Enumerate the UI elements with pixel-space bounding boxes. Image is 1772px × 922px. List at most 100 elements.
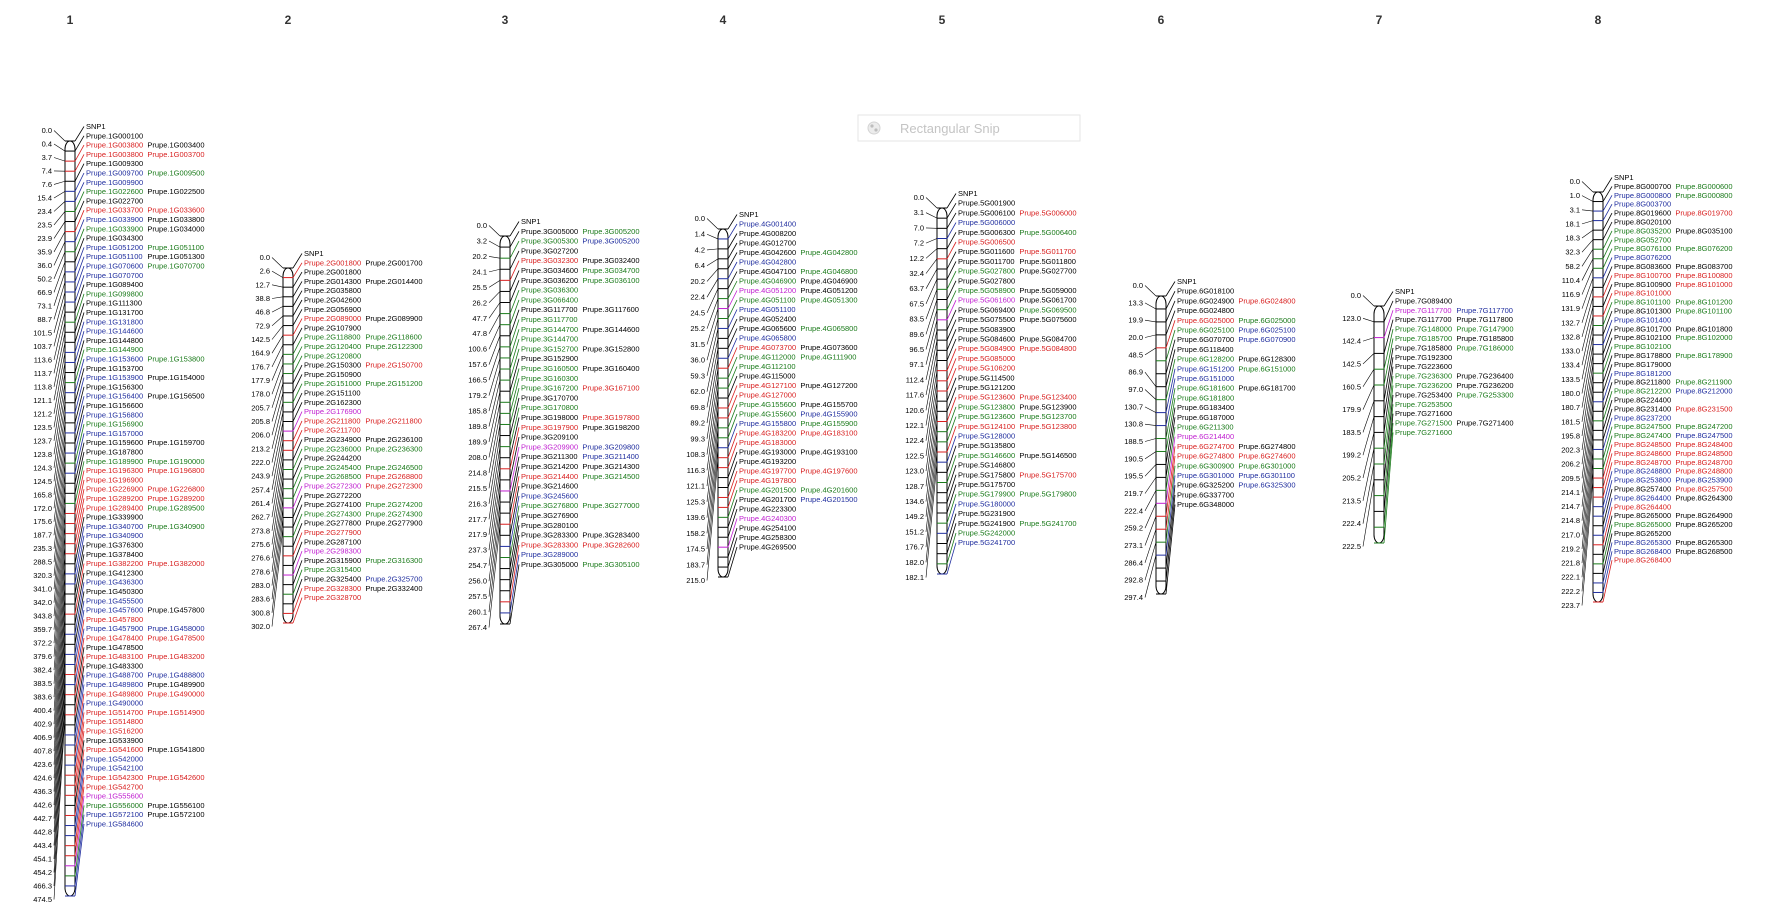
marker-name: Prupe.2G244200 — [304, 454, 361, 463]
marker-position: 219.7 — [1124, 489, 1143, 498]
position-connector — [1581, 258, 1594, 281]
marker-connector — [946, 319, 957, 341]
marker-name: Prupe.4G047100 — [739, 267, 796, 276]
marker-position: 206.0 — [251, 431, 270, 440]
marker-connector — [74, 647, 85, 705]
marker-position: 86.9 — [1128, 368, 1143, 377]
marker-position: 12.7 — [255, 280, 270, 289]
position-connector — [53, 573, 66, 711]
marker-connector — [509, 515, 520, 569]
marker-connector — [727, 337, 738, 359]
marker-connector — [74, 712, 85, 776]
marker-name: Prupe.1G009900 — [86, 178, 143, 187]
marker-name: Prupe.2G272200 — [304, 491, 361, 500]
marker-name: Prupe.2G150900 — [304, 370, 361, 379]
marker-position: 0.0 — [914, 193, 924, 202]
marker-name: Prupe.8G247200 — [1675, 422, 1732, 431]
marker-position: 99.3 — [690, 434, 705, 443]
marker-name: Prupe.3G211300 — [521, 452, 578, 461]
marker-connector — [946, 241, 957, 260]
marker-connector — [1165, 465, 1176, 543]
marker-name: Prupe.4G001400 — [739, 220, 796, 229]
marker-name: Prupe.1G483300 — [86, 661, 143, 670]
marker-name: Prupe.5G011700 — [1019, 247, 1076, 256]
position-connector — [1581, 392, 1594, 479]
marker-position: 180.0 — [1561, 389, 1580, 398]
marker-name: Prupe.7G271600 — [1395, 409, 1452, 418]
position-connector — [1581, 449, 1594, 564]
marker-connector — [292, 457, 303, 480]
marker-position: 219.2 — [1561, 544, 1580, 553]
position-connector — [271, 354, 284, 381]
marker-connector — [292, 532, 303, 556]
marker-connector — [509, 446, 520, 492]
marker-name: Prupe.5G011800 — [1019, 257, 1076, 266]
marker-position: 273.8 — [251, 526, 270, 535]
marker-name: Prupe.3G066400 — [521, 295, 578, 304]
marker-name: Prupe.7G089400 — [1395, 296, 1452, 305]
marker-position: 63.7 — [909, 284, 924, 293]
marker-name: Prupe.1G003700 — [147, 150, 204, 159]
marker-name: Prupe.3G305000 — [521, 560, 578, 569]
position-connector — [706, 268, 719, 282]
marker-name: Prupe.7G192300 — [1395, 353, 1452, 362]
marker-name: Prupe.4G155600 — [739, 410, 796, 419]
marker-position: 116.3 — [687, 466, 705, 475]
marker-name: Prupe.8G265000 — [1614, 511, 1671, 520]
marker-name: Prupe.4G065800 — [739, 334, 796, 343]
marker-position: 166.5 — [468, 376, 487, 385]
position-connector — [488, 380, 501, 427]
marker-name: Prupe.2G120800 — [304, 351, 361, 360]
position-connector — [1144, 503, 1157, 529]
marker-connector — [1383, 329, 1394, 370]
position-connector — [1362, 448, 1375, 501]
marker-name: Prupe.4G112000 — [739, 353, 796, 362]
position-connector — [1362, 416, 1375, 456]
marker-name: Prupe.8G248700 — [1675, 458, 1732, 467]
position-connector — [706, 318, 719, 361]
position-connector — [706, 457, 719, 581]
marker-connector — [292, 290, 303, 307]
marker-name: Prupe.4G115000 — [739, 372, 796, 381]
marker-name: Prupe.1G196300 — [86, 466, 143, 475]
marker-name: Prupe.1G542600 — [147, 773, 204, 782]
marker-position: 261.4 — [251, 499, 270, 508]
marker-connector — [946, 367, 957, 392]
position-connector — [53, 301, 66, 347]
marker-name: Prupe.2G001700 — [365, 258, 422, 267]
position-connector — [1581, 334, 1594, 394]
marker-connector — [74, 461, 85, 504]
position-connector — [706, 378, 719, 455]
marker-connector — [74, 619, 85, 675]
marker-connector — [74, 349, 85, 383]
marker-connector — [292, 569, 303, 595]
marker-connector — [1602, 399, 1613, 431]
position-connector — [1581, 354, 1594, 422]
marker-position: 206.2 — [1561, 460, 1580, 469]
marker-name: Prupe.1G033800 — [147, 215, 204, 224]
marker-name: Prupe.1G556000 — [86, 801, 143, 810]
marker-connector — [509, 289, 520, 314]
marker-name: Prupe.8G076200 — [1675, 244, 1732, 253]
marker-connector — [946, 503, 957, 534]
position-connector — [1581, 458, 1594, 578]
marker-position: 47.8 — [472, 329, 487, 338]
marker-name: Prupe.7G236300 — [1395, 372, 1452, 381]
marker-connector — [946, 494, 957, 524]
marker-connector — [946, 416, 957, 442]
position-connector — [1144, 319, 1157, 323]
marker-name: Prupe.1G489800 — [86, 680, 143, 689]
position-connector — [1581, 181, 1594, 193]
marker-name: Prupe.8G076200 — [1614, 253, 1671, 262]
marker-name: Prupe.5G123400 — [1019, 393, 1076, 402]
marker-name: Prupe.3G170700 — [521, 393, 578, 402]
snip-overlay: Rectangular Snip — [857, 114, 1081, 142]
marker-connector — [1602, 408, 1613, 441]
marker-position: 130.7 — [1124, 402, 1143, 411]
marker-name: Prupe.2G246500 — [365, 463, 422, 472]
marker-name: Prupe.1G003800 — [86, 150, 143, 159]
position-connector — [488, 424, 501, 489]
position-connector — [488, 346, 501, 381]
marker-position: 176.7 — [251, 362, 270, 371]
marker-connector — [1165, 320, 1176, 348]
